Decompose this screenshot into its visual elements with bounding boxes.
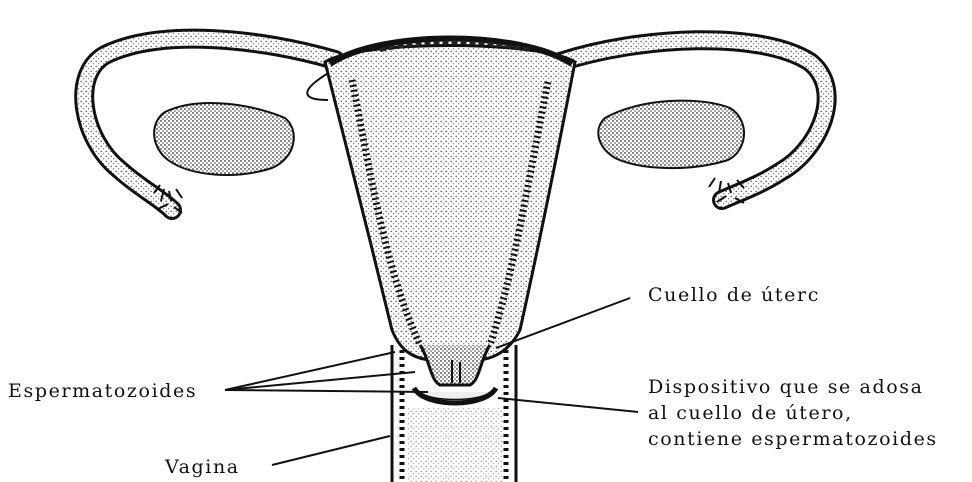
left-ovary (154, 103, 294, 213)
vagina-leader (272, 436, 390, 465)
device-leader (498, 398, 638, 412)
cervix-label: Cuello de úterc (648, 286, 820, 305)
cervix (420, 345, 490, 385)
device-label-line2: al cuello de útero, (648, 404, 853, 423)
device-label-line3: contiene espermatozoides (648, 430, 938, 449)
sperm-leader-2 (225, 372, 415, 390)
sperm-label: Espermatozoides (8, 382, 197, 401)
vagina-label: Vagina (165, 458, 240, 477)
uterus-body (325, 39, 575, 361)
cervical-cap-device (414, 388, 496, 403)
sperm-leader-1 (225, 352, 395, 390)
device-label-line1: Dispositivo que se adosa (648, 378, 924, 397)
right-ovary (598, 101, 744, 203)
sperm-leader-3 (225, 390, 428, 392)
